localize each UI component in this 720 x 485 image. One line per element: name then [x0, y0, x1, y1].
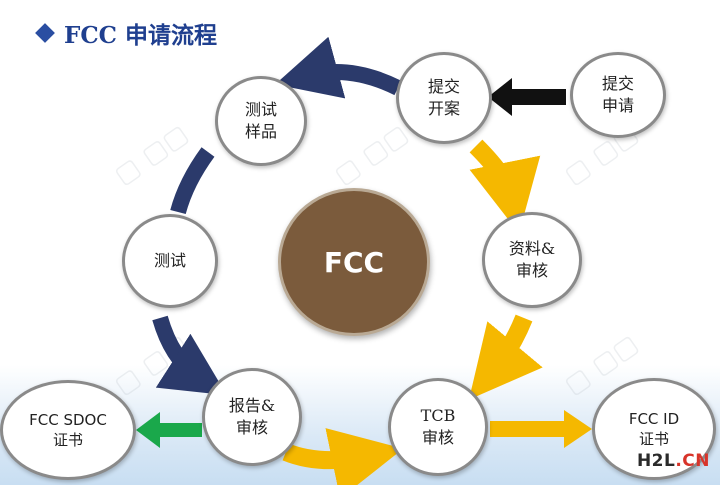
arrow-report-to-tcb [282, 428, 404, 485]
node-label: 测试 样品 [244, 100, 277, 141]
node-label: 测试 [153, 251, 186, 271]
node-label: 提交 开案 [427, 77, 460, 118]
center-fcc-label: FCC [323, 245, 385, 279]
arrow-tcb-to-fcc-id [490, 410, 592, 448]
node-test-samples: 测试 样品 [215, 76, 307, 166]
arrow-documents-to-tcb [468, 314, 543, 400]
arrow-report-to-sdoc [136, 412, 202, 448]
node-label: TCB 审核 [420, 406, 456, 447]
node-label: 报告& 审核 [228, 396, 276, 437]
node-fcc-sdoc-certificate: FCC SDOC 证书 [0, 380, 136, 480]
node-fcc-id-certificate: FCC ID 证书 [592, 378, 716, 480]
node-testing: 测试 [122, 214, 218, 308]
node-label: FCC ID 证书 [628, 409, 680, 448]
site-logo: H2L.CN [637, 451, 710, 471]
arrow-samples-to-testing [170, 147, 215, 215]
page-title: FCC 申请流程 [35, 16, 217, 50]
node-report-review: 报告& 审核 [202, 368, 302, 466]
arrow-case-to-samples [275, 36, 402, 99]
arrow-case-to-documents [469, 139, 541, 234]
logo-cn: .CN [675, 451, 710, 471]
node-submit-application: 提交 申请 [570, 52, 666, 138]
arrow-testing-to-report [152, 315, 227, 396]
logo-h2l: H2L [636, 451, 676, 471]
center-fcc-node: FCC [278, 188, 430, 336]
node-document-review: 资料& 审核 [482, 212, 582, 308]
node-label: 资料& 审核 [508, 239, 556, 280]
node-tcb-review: TCB 审核 [388, 378, 488, 476]
node-label: 提交 申请 [601, 74, 634, 115]
page-title-text: FCC 申请流程 [64, 22, 217, 49]
arrow-submit-application-to-case [488, 78, 566, 116]
node-label: FCC SDOC 证书 [29, 410, 107, 449]
node-submit-case: 提交 开案 [396, 52, 492, 144]
